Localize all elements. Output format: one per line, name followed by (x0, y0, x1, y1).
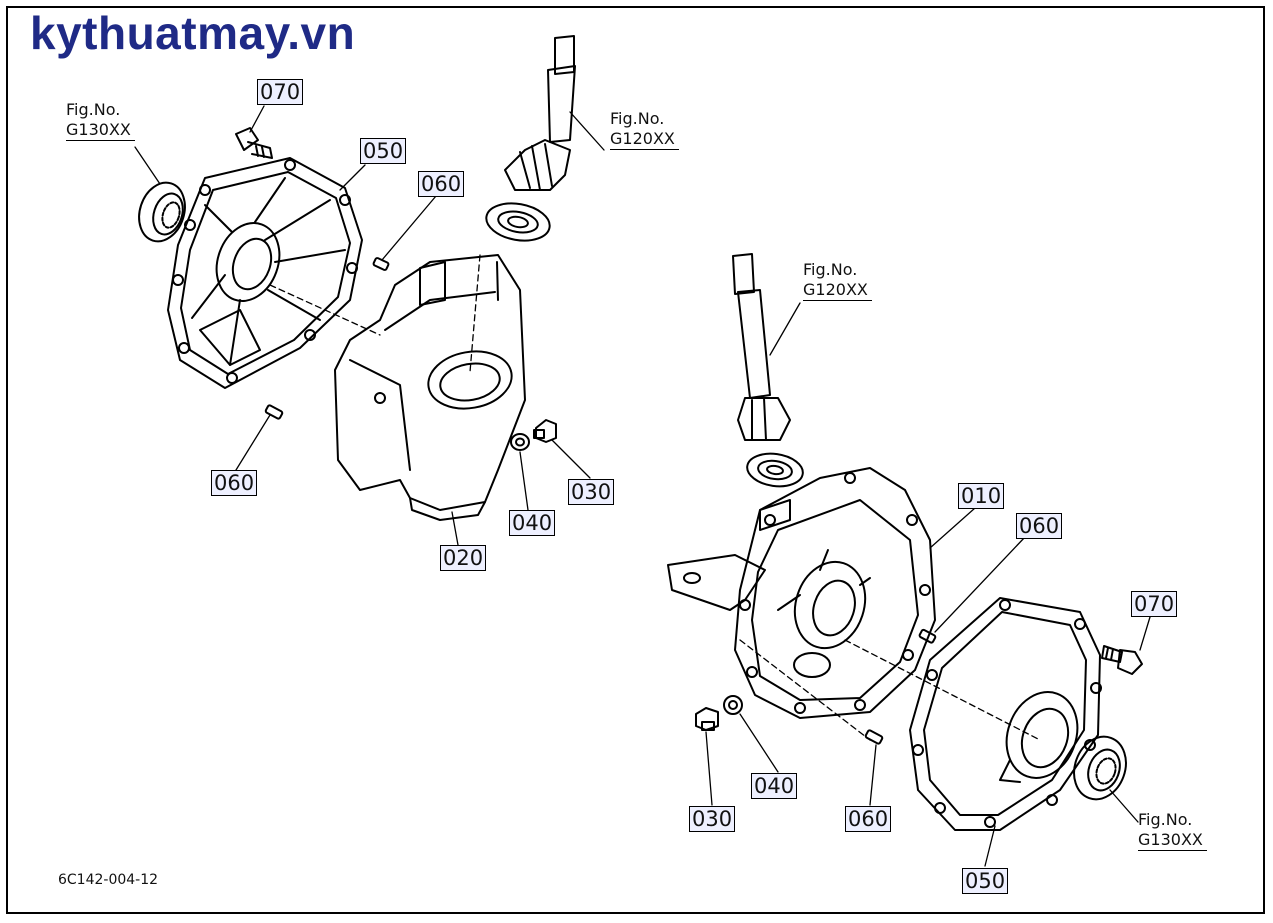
left-housing-020 (334, 254, 526, 521)
fig-ref-right-g130: Fig.No. G130XX (1138, 810, 1207, 851)
fig-ref-label: Fig.No. (1138, 810, 1193, 829)
right-dowel-pin-bottom (864, 729, 884, 745)
part-label-right-060-top: 060 (1016, 513, 1063, 539)
part-label-right-050: 050 (962, 868, 1009, 894)
left-bolt-070 (235, 127, 273, 159)
part-label-left-040: 040 (509, 510, 556, 536)
part-label-right-070: 070 (1131, 591, 1178, 617)
part-label-left-020: 020 (440, 545, 487, 571)
right-bevel-shaft (732, 253, 791, 441)
part-label-right-030: 030 (689, 806, 736, 832)
part-label-left-060-top: 060 (418, 171, 465, 197)
left-plug-030 (533, 419, 557, 443)
part-label-left-050: 050 (360, 138, 407, 164)
fig-ref-label: Fig.No. (803, 260, 858, 279)
fig-ref-left-g130: Fig.No. G130XX (66, 100, 135, 141)
part-label-right-040: 040 (751, 773, 798, 799)
part-label-left-060-bottom: 060 (211, 470, 258, 496)
fig-ref-number: G120XX (610, 129, 679, 150)
part-label-right-010: 010 (958, 483, 1005, 509)
right-bolt-070 (1101, 645, 1143, 675)
part-label-left-030: 030 (568, 479, 615, 505)
fig-ref-number: G120XX (803, 280, 872, 301)
left-cover-050 (167, 157, 363, 389)
fig-ref-left-g120: Fig.No. G120XX (610, 109, 679, 150)
fig-ref-number: G130XX (1138, 830, 1207, 851)
right-dowel-pin-top (918, 628, 937, 644)
left-washer-040 (510, 433, 530, 451)
right-leader-lines (705, 302, 1151, 867)
right-oil-seal (1073, 735, 1127, 801)
fig-ref-number: G130XX (66, 120, 135, 141)
fig-ref-label: Fig.No. (66, 100, 121, 119)
left-dowel-pin-top (372, 257, 390, 271)
fig-ref-label: Fig.No. (610, 109, 665, 128)
left-bearing (485, 202, 551, 242)
drawing-number: 6C142-004-12 (58, 872, 159, 888)
fig-ref-right-g120: Fig.No. G120XX (803, 260, 872, 301)
left-leader-lines (134, 105, 605, 546)
right-washer-040 (723, 695, 743, 715)
site-watermark: kythuatmay.vn (30, 7, 356, 59)
part-label-left-070: 070 (257, 79, 304, 105)
part-label-right-060-bottom: 060 (845, 806, 892, 832)
left-dowel-pin-bottom (264, 404, 284, 420)
drawing-frame (6, 6, 1265, 914)
right-housing-010 (667, 467, 936, 719)
right-plug-030 (695, 707, 719, 731)
right-cover-050 (909, 597, 1102, 831)
left-bevel-shaft (504, 35, 576, 191)
left-oil-seal (138, 181, 186, 243)
right-bearing (746, 452, 804, 488)
